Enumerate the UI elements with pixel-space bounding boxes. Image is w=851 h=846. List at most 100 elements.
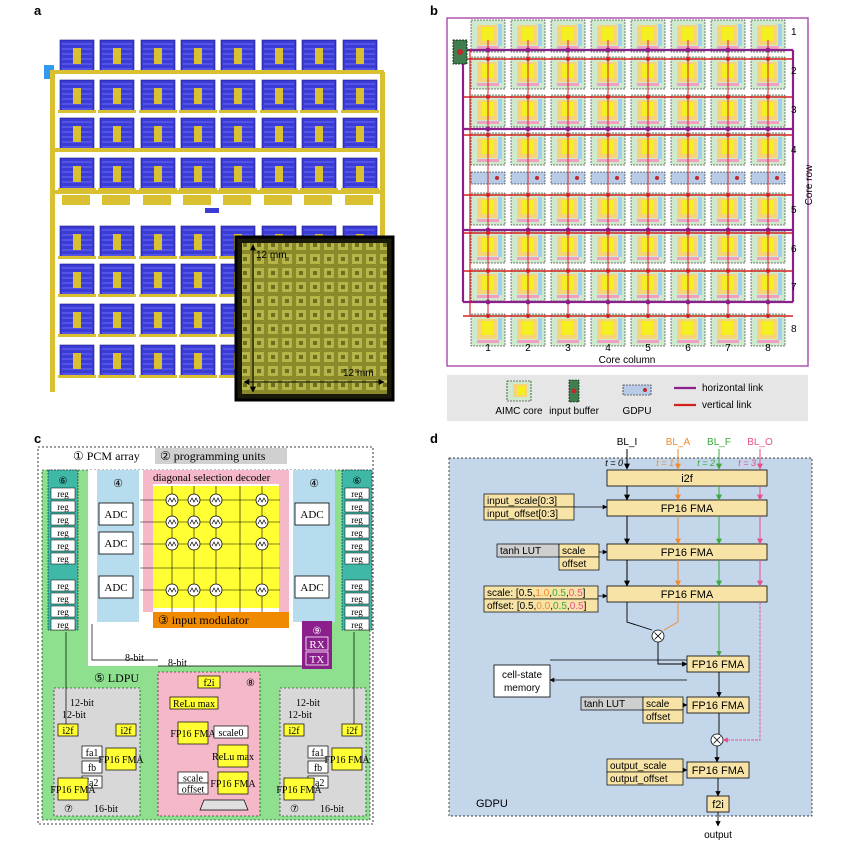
register-cell [344,539,370,552]
layout-core [98,79,136,113]
link-node [486,269,490,273]
register-label: reg [57,502,69,512]
layout-core [179,344,217,378]
svg-text:scale: scale [646,699,670,710]
svg-text:scale: scale [562,546,586,557]
legend-vertical-link-label: vertical link [702,400,752,411]
svg-text:tanh LUT: tanh LUT [584,699,625,710]
link-node [686,314,690,318]
bitwidth-16-label: 16-bit [94,804,118,815]
svg-text:cell-state: cell-state [502,670,542,681]
pcm-ellipsis: · [238,564,241,574]
output-label: output [704,830,732,841]
die-width-label: 12 mm [343,368,374,379]
register-cell [50,552,76,565]
layout-core [139,263,177,297]
svg-text:fa1: fa1 [312,748,325,759]
register-label: reg [351,581,363,591]
unit8-number: ⑧ [246,678,255,689]
svg-text:offset: offset [646,712,670,723]
scale-box: scale [177,771,209,785]
pcm-cell [255,583,269,597]
relu-max-box: ReLu max [169,696,219,710]
link-node [685,47,691,53]
link-node [725,227,731,233]
legend-gdpu-label: GDPU [623,406,652,417]
pcm-cell [187,583,201,597]
svg-text:i2f: i2f [62,726,74,737]
register-cell [344,526,370,539]
link-node [686,133,690,137]
multiplier [651,629,665,643]
layout-core [341,117,379,151]
layout-core [58,225,96,259]
svg-text:f2i: f2i [712,799,724,811]
link-node [646,57,650,61]
adc-label: ADC [104,509,127,521]
layout-core [341,39,379,73]
i2f-box: i2f [115,723,137,737]
link-node [606,269,610,273]
link-node [606,314,610,318]
fa1-box: fa1 [81,745,103,759]
link-node [726,314,730,318]
link-node [566,193,570,197]
svg-text:output_scale: output_scale [610,761,667,772]
svg-text:i2f: i2f [288,726,300,737]
decoder-side-right [279,470,289,612]
adc-box [294,575,330,599]
row-number: 3 [791,105,797,116]
link-node [645,126,651,132]
link-node [766,193,770,197]
fma-box: FP16 FMA [686,761,750,779]
gdpu-label: GDPU [476,798,508,810]
register-cell [344,618,370,631]
link-node [526,95,530,99]
row-number: 5 [791,205,797,216]
link-node [566,133,570,137]
bitwidth-8-label: 8-bit [168,658,187,669]
layout-gdpu-block [345,195,373,205]
svg-text:FP16 FMA: FP16 FMA [50,785,96,796]
register-label: reg [57,554,69,564]
link-node [566,231,570,235]
link-node [686,193,690,197]
time-step-label: t = 2 [697,458,715,468]
layout-core [139,39,177,73]
link-node [565,47,571,53]
data-wire [722,602,761,743]
register-cell [344,592,370,605]
svg-text:FP16 FMA: FP16 FMA [692,765,745,777]
link-node [766,57,770,61]
column-number: 5 [645,343,651,354]
legend-input-buffer-label: input buffer [549,406,600,417]
svg-text:tanh LUT: tanh LUT [500,546,541,557]
link-node [646,231,650,235]
legend-input-buffer-swatch [568,379,580,403]
wire [91,624,158,661]
layout-core [341,157,379,191]
data-wire [657,642,688,667]
link-node [486,231,490,235]
pcm-cell [187,537,201,551]
row-number: 7 [791,282,797,293]
link-node [766,95,770,99]
pcm-cell [165,537,179,551]
link-node [526,269,530,273]
layout-core [219,79,257,113]
register-cell [344,579,370,592]
legend: AIMC core input buffer GDPU horizontal l… [447,375,808,421]
layout-core [98,263,136,297]
output-offset-box: output_offset [606,771,684,786]
link-node [485,47,491,53]
layout-core [179,39,217,73]
svg-text:FP16 FMA: FP16 FMA [170,729,216,740]
svg-text:FP16 FMA: FP16 FMA [692,659,745,671]
i2f-box: i2f [283,723,305,737]
row-number: 2 [791,66,797,77]
link-node [765,126,771,132]
panel-b-letter: b [430,3,438,18]
link-node [646,95,650,99]
link-node [605,299,611,305]
